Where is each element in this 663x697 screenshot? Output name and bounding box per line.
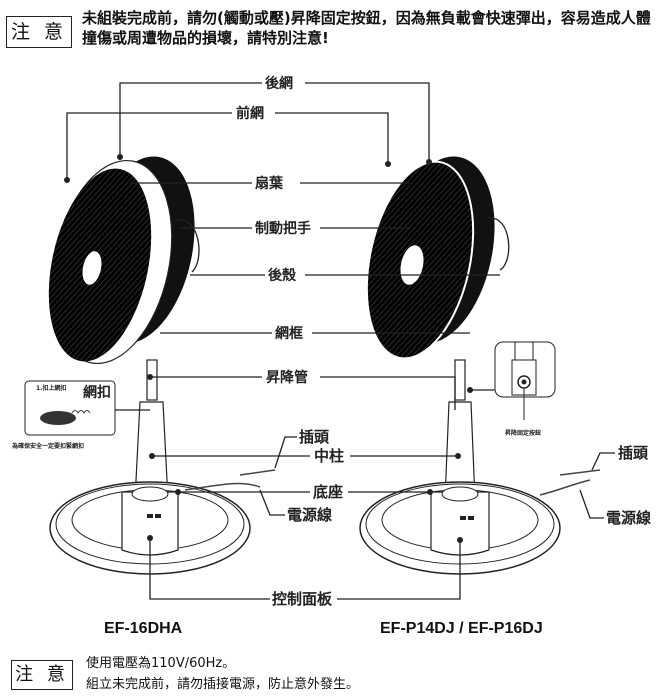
- clip-illustration-icon: [40, 411, 76, 425]
- notice-text-top: 未組裝完成前，請勿(觸動或壓)昇降固定按鈕，因為無負載會快速彈出，容易造成人體撞…: [82, 9, 651, 47]
- right-control-box: [430, 491, 490, 556]
- right-handle: [487, 217, 510, 271]
- right-lift-tube: [454, 359, 466, 401]
- label-control-panel: 控制面板: [272, 590, 333, 608]
- notice-line-assembly: 組立未完成前，請勿插接電源，防止意外發生。: [86, 677, 360, 692]
- label-rear-housing: 後殼: [268, 267, 297, 284]
- inset-grill-clip: 網扣 1.扣上網扣 為確保安全一定要扣緊網扣: [11, 380, 116, 450]
- inset-grill-clip-warning: 為確保安全一定要扣緊網扣: [11, 442, 84, 450]
- inset-lift-button: 昇降固定按鈕: [494, 341, 556, 437]
- label-lift-tube: 昇降管: [266, 369, 308, 386]
- right-power-cord: [539, 469, 601, 496]
- left-control-box: [121, 491, 179, 556]
- label-plug-left: 插頭: [299, 428, 330, 446]
- label-center-pole: 中柱: [314, 447, 344, 465]
- notice-line-voltage: 使用電壓為110V/60Hz。: [86, 656, 236, 671]
- inset-grill-clip-title: 網扣: [83, 384, 111, 401]
- model-left: EF-16DHA: [104, 620, 183, 637]
- label-power-cord-left: 電源線: [287, 506, 332, 524]
- leader-lines: [66, 82, 615, 600]
- label-blade: 扇葉: [255, 175, 284, 192]
- label-grill-frame: 網框: [275, 325, 303, 342]
- inset-grill-clip-caption: 1.扣上網扣: [36, 384, 66, 392]
- label-base: 底座: [313, 483, 343, 501]
- inset-lift-button-caption: 昇降固定按鈕: [505, 429, 541, 437]
- label-plug-right: 插頭: [618, 444, 649, 462]
- left-hub: [82, 251, 102, 285]
- left-power-cord: [184, 469, 276, 491]
- left-handle: [175, 219, 200, 273]
- model-right: EF-P14DJ / EF-P16DJ: [380, 620, 543, 637]
- notice-text-bottom: 使用電壓為110V/60Hz。 組立未完成前，請勿插接電源，防止意外發生。: [86, 653, 359, 695]
- notice-badge-bottom: 注 意: [11, 660, 73, 690]
- notice-badge-top: 注 意: [6, 16, 72, 48]
- callout-dots: [64, 154, 473, 543]
- right-fan: [359, 156, 601, 575]
- label-power-cord-right: 電源線: [606, 509, 651, 527]
- label-handle: 制動把手: [255, 220, 311, 237]
- left-fan: [48, 156, 276, 575]
- label-front-grill: 前網: [236, 105, 264, 122]
- left-lift-tube: [146, 359, 158, 401]
- label-rear-grill: 後網: [265, 75, 293, 92]
